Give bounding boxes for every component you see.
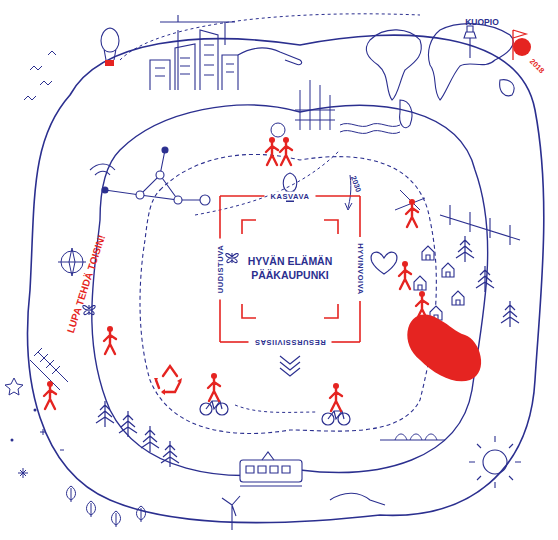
corner-bracket [324, 304, 338, 318]
frame-line [219, 300, 221, 343]
vision-frame: KASVAVAHYVINVOIVARESURSSIVIISASUUDISTUVA… [220, 196, 360, 342]
frame-line [359, 196, 361, 237]
corner-bracket [242, 220, 256, 234]
corner-bracket [324, 220, 338, 234]
city-name: KUOPIO [465, 17, 499, 27]
value-word: RESURSSIVIISAS [253, 338, 326, 347]
vision-core: HYVÄN ELÄMÄN PÄÄKAUPUNKI [242, 220, 338, 318]
frame-line [316, 195, 361, 197]
slogan: LUPA TEHDÄ TOISIN! [65, 234, 107, 335]
value-word: UUDISTUVA [216, 244, 225, 295]
frame-line [220, 341, 249, 343]
value-word: HYVINVOIVA [356, 242, 365, 296]
year-label: 2018 [528, 57, 546, 75]
core-title: HYVÄN ELÄMÄN PÄÄKAUPUNKI [247, 255, 333, 282]
frame-line [219, 196, 221, 239]
value-word: KASVAVA [269, 192, 310, 201]
frame-line [220, 195, 265, 197]
frame-line [359, 301, 361, 342]
frame-line [332, 341, 361, 343]
corner-bracket [242, 304, 256, 318]
